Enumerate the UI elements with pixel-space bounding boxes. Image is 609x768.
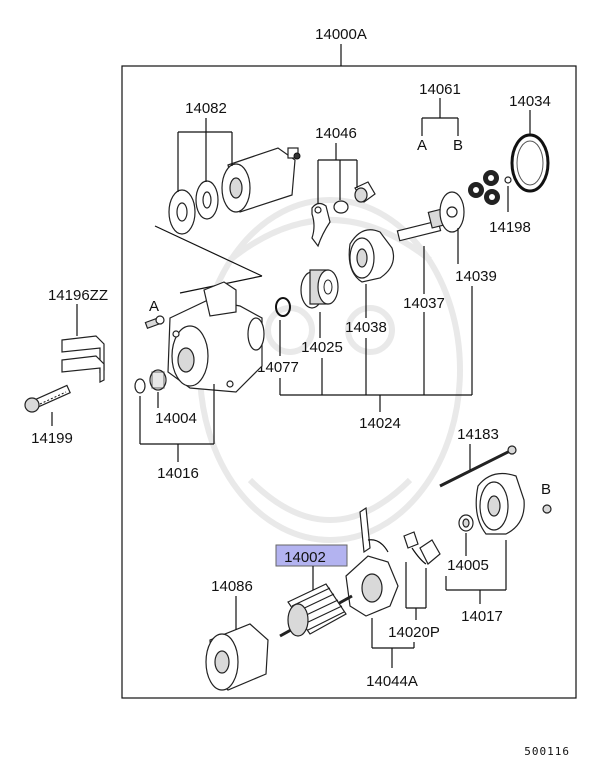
label-14086: 14086: [211, 578, 253, 595]
armature-label-highlight[interactable]: [275, 544, 348, 567]
label-marker-a: A: [149, 298, 159, 315]
planet-gears[interactable]: [468, 170, 500, 205]
label-14037: 14037: [403, 295, 445, 312]
label-14038: 14038: [345, 319, 387, 336]
ring-14034[interactable]: [510, 133, 550, 193]
label-14039: 14039: [455, 268, 497, 285]
leader-14020p: [405, 562, 427, 620]
bushing-14004[interactable]: [134, 369, 167, 394]
bolt-14199[interactable]: [24, 384, 71, 413]
screw-b[interactable]: [542, 504, 552, 514]
front-housing[interactable]: [167, 281, 265, 393]
yoke-14086[interactable]: [205, 623, 269, 691]
label-14046: 14046: [315, 125, 357, 142]
label-14082: 14082: [185, 100, 227, 117]
label-14004: 14004: [155, 410, 197, 427]
internal-gear-14038[interactable]: [348, 229, 395, 283]
rear-cover-14017[interactable]: [475, 473, 525, 535]
bracket-14196zz[interactable]: [61, 335, 105, 383]
label-14198: 14198: [489, 219, 531, 236]
label-14024: 14024: [359, 415, 401, 432]
brush-14020p[interactable]: [403, 531, 441, 565]
watermark: [197, 197, 463, 543]
lever-parts[interactable]: [311, 181, 376, 248]
drive-shaft[interactable]: [396, 191, 465, 242]
rear-bushing-14005[interactable]: [458, 514, 474, 532]
brush-holder-14044a[interactable]: [345, 506, 399, 617]
leader-14024: [279, 286, 473, 412]
label-14199: 14199: [31, 430, 73, 447]
leader-14046: [317, 143, 358, 204]
label-14000a: 14000A: [315, 26, 367, 43]
leader-14004: [139, 384, 215, 462]
washer-14077[interactable]: [275, 297, 291, 317]
label-14183: 14183: [457, 426, 499, 443]
bolt-a[interactable]: [144, 315, 165, 329]
label-14034: 14034: [509, 93, 551, 110]
solenoid-washer-2[interactable]: [195, 180, 219, 220]
label-14017: 14017: [461, 608, 503, 625]
leader-14082: [177, 118, 233, 192]
label-marker-b: B: [541, 481, 551, 498]
label-14016: 14016: [157, 465, 199, 482]
label-14025: 14025: [301, 339, 343, 356]
leader-14061: [421, 98, 459, 136]
solenoid-washer-1[interactable]: [168, 189, 196, 235]
armature-14002[interactable]: [279, 583, 353, 638]
solenoid-assembly[interactable]: [221, 147, 301, 213]
label-14044a: 14044A: [366, 673, 418, 690]
assembly-frame: [121, 65, 577, 699]
diagram-code: 500116: [524, 745, 570, 758]
label-14061-a: A: [417, 137, 427, 154]
label-14005: 14005: [447, 557, 489, 574]
ball-14198[interactable]: [504, 176, 512, 184]
pinion-14025[interactable]: [300, 269, 339, 309]
label-14061: 14061: [419, 81, 461, 98]
leader-14044a: [371, 618, 415, 668]
label-14020p: 14020P: [388, 624, 440, 641]
label-14196zz: 14196ZZ: [48, 287, 108, 304]
label-14061-b: B: [453, 137, 463, 154]
leader-14017: [445, 540, 507, 604]
label-14077: 14077: [257, 359, 299, 376]
through-bolt-14183[interactable]: [439, 445, 517, 488]
label-14002: 14002: [284, 549, 326, 566]
